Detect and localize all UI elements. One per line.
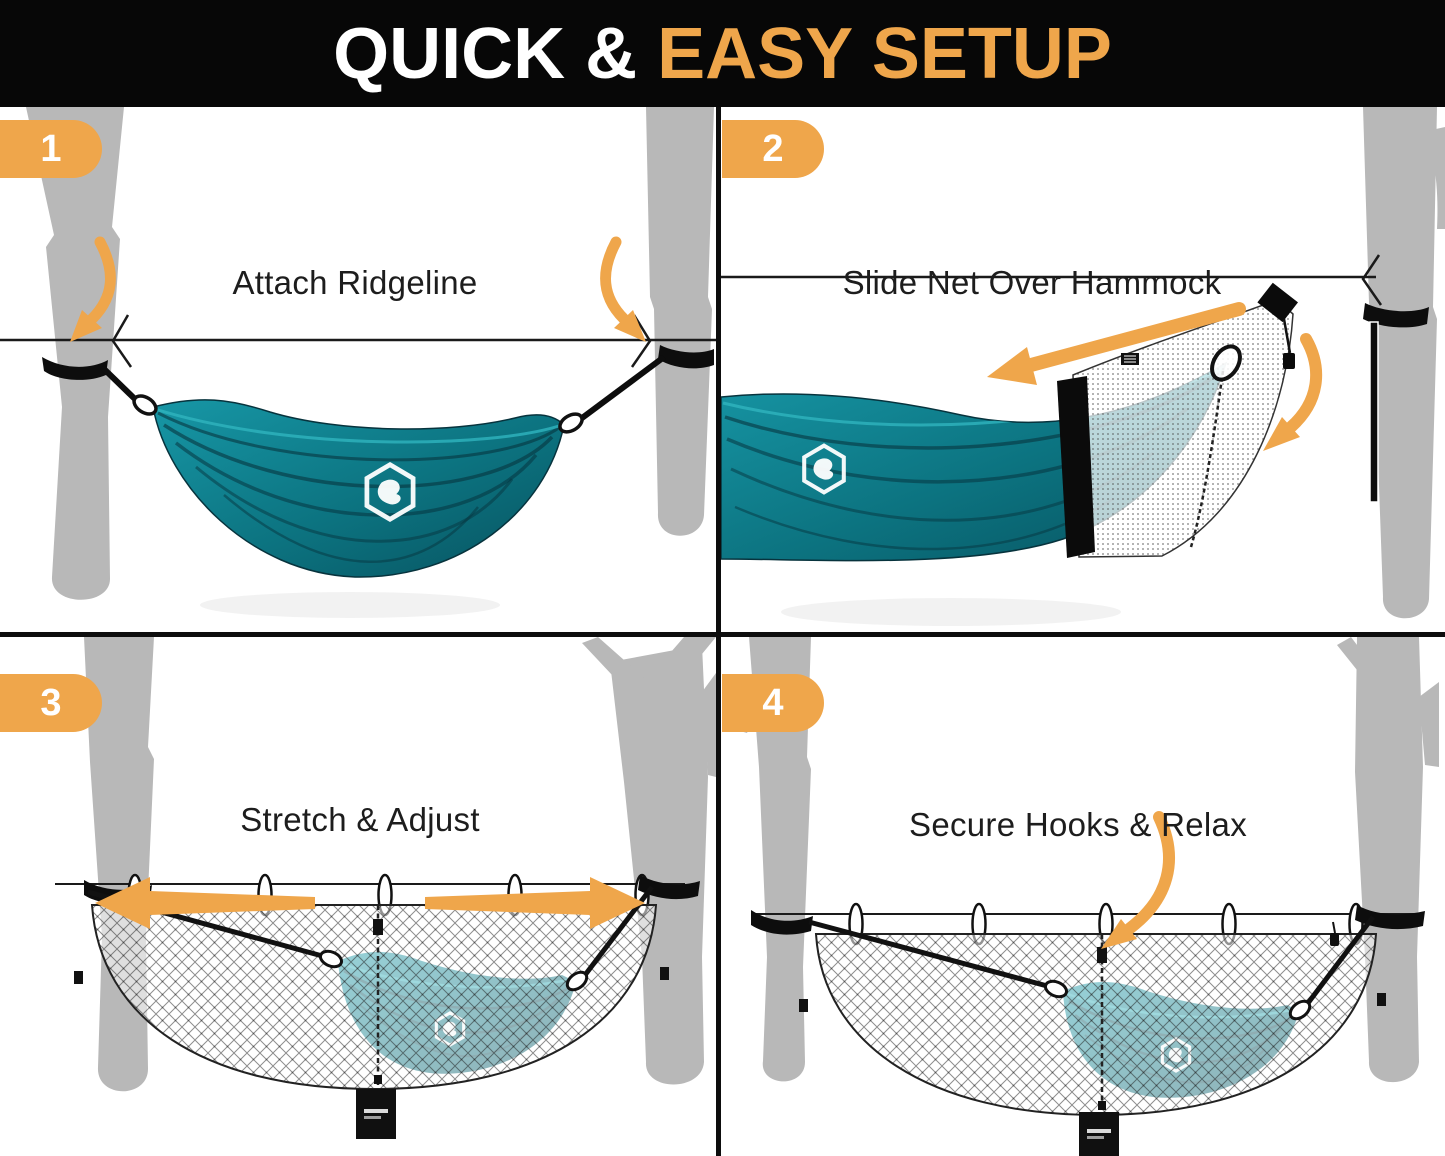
- step-label-1: Attach Ridgeline: [232, 264, 478, 301]
- suspension-right: [576, 354, 666, 424]
- brand-tag: [1079, 1112, 1119, 1156]
- title-part-orange: EASY SETUP: [657, 13, 1112, 94]
- step-badge-2: 2: [722, 120, 824, 178]
- net-edge-band: [1057, 376, 1095, 558]
- arrow-left-icon: [95, 877, 315, 929]
- tree-strap-right: [638, 875, 700, 900]
- step-number: 3: [40, 681, 62, 724]
- curved-arrow-down-right-icon: [600, 236, 646, 342]
- hammock: [152, 399, 565, 578]
- ground-shadow: [781, 598, 1121, 626]
- step-label-4: Secure Hooks & Relax: [909, 806, 1247, 843]
- ridgeline-knot: [1361, 254, 1383, 306]
- tree-right: [646, 107, 714, 536]
- tree-strap-left: [751, 910, 813, 935]
- curved-arrow-down-icon: [1263, 333, 1323, 451]
- tree-right: [1337, 637, 1439, 1083]
- net-side-toggle-left: [799, 999, 808, 1012]
- vertical-divider: [716, 107, 721, 1156]
- bug-net: [814, 933, 1378, 1117]
- step-badge-1: 1: [0, 120, 102, 178]
- brand-logo: [364, 461, 416, 523]
- carabiner-left: [132, 394, 158, 416]
- brand-logo: [802, 443, 846, 495]
- hanging-strap: [1369, 321, 1379, 503]
- carabiner-right: [1288, 999, 1312, 1021]
- step-number: 2: [762, 127, 784, 170]
- step-badge-3: 3: [0, 674, 102, 732]
- net-zipper: [373, 905, 383, 1085]
- step-label-2: Slide Net Over Hammock: [842, 264, 1222, 301]
- tree-left: [26, 107, 124, 600]
- panel-3-illustration: [50, 637, 716, 1139]
- toggle-cord: [1282, 318, 1292, 354]
- carabiner-left: [1043, 979, 1069, 999]
- ridgeline-knot-left: [111, 314, 133, 368]
- bug-net: [90, 904, 658, 1091]
- tree-strap-right: [1355, 905, 1425, 930]
- tree-right: [1363, 107, 1445, 619]
- hanging-toggle: [1330, 921, 1339, 946]
- carabiner-left: [318, 949, 344, 969]
- net-side-toggle-left: [74, 971, 83, 984]
- brand-tag: [356, 1089, 396, 1139]
- tree-strap-left: [42, 357, 108, 380]
- step-number: 4: [762, 681, 784, 724]
- horizontal-divider: [0, 632, 1445, 637]
- net-zipper: [1189, 370, 1225, 548]
- step-badge-4: 4: [722, 674, 824, 732]
- page-title: QUICK & EASY SETUP: [333, 13, 1112, 95]
- arrow-right-icon: [425, 877, 645, 929]
- tree-strap-right: [658, 345, 714, 369]
- long-arrow-down-left-icon: [987, 302, 1246, 385]
- net-end-cap: [1257, 282, 1298, 323]
- carabiner-right: [558, 412, 584, 434]
- step-number: 1: [40, 127, 62, 170]
- panel-2-illustration: [721, 107, 1445, 626]
- suspension-right: [1303, 915, 1375, 1009]
- suspension-left: [808, 919, 1052, 990]
- panel-1-illustration: [0, 107, 716, 618]
- panel-4-illustration: [733, 637, 1439, 1156]
- tree-strap: [1363, 303, 1429, 328]
- carabiner: [1210, 344, 1242, 382]
- branch-sliver: [1427, 127, 1445, 229]
- ground-shadow: [200, 592, 500, 618]
- header-bar: QUICK & EASY SETUP: [0, 0, 1445, 107]
- net-zipper: [1097, 934, 1107, 1111]
- title-part-white: QUICK &: [333, 13, 658, 94]
- carabiner-right: [565, 970, 589, 992]
- tree-right: [582, 637, 716, 1085]
- curved-arrow-down-left-icon: [70, 236, 116, 342]
- toggle: [1283, 353, 1295, 369]
- curved-arrow-down-left-icon: [1101, 811, 1175, 949]
- step-label-3: Stretch & Adjust: [240, 801, 480, 838]
- net-side-toggle-right: [660, 967, 669, 980]
- suspension-left: [99, 364, 141, 405]
- ridgeline-knot-right: [630, 314, 652, 368]
- net-side-toggle-right: [1377, 993, 1386, 1006]
